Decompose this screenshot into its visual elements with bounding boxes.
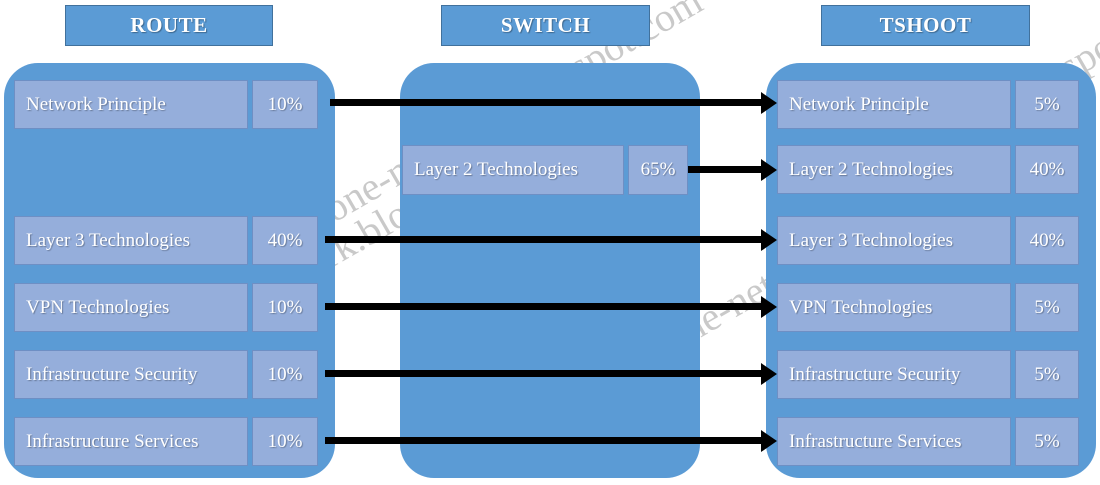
row-tshoot-infrastructure-services[interactable]: Infrastructure Services 5% xyxy=(777,417,1079,466)
row-label: Layer 2 Technologies xyxy=(777,145,1011,194)
row-route-layer-3-technologies[interactable]: Layer 3 Technologies 40% xyxy=(14,216,318,265)
row-percent: 5% xyxy=(1015,80,1079,129)
row-label: Layer 3 Technologies xyxy=(14,216,248,265)
row-percent: 10% xyxy=(252,350,318,399)
row-label: Infrastructure Security xyxy=(777,350,1011,399)
row-percent: 10% xyxy=(252,417,318,466)
row-label: VPN Technologies xyxy=(14,283,248,332)
row-percent: 40% xyxy=(1015,145,1079,194)
panel-route xyxy=(4,63,335,478)
row-route-vpn-technologies[interactable]: VPN Technologies 10% xyxy=(14,283,318,332)
row-tshoot-infrastructure-security[interactable]: Infrastructure Security 5% xyxy=(777,350,1079,399)
row-percent: 40% xyxy=(1015,216,1079,265)
arrow-infrastructure-security xyxy=(325,370,762,377)
row-route-network-principle[interactable]: Network Principle 10% xyxy=(14,80,318,129)
row-switch-layer-2-technologies[interactable]: Layer 2 Technologies 65% xyxy=(402,145,688,195)
arrow-layer-2-technologies xyxy=(688,166,762,173)
row-tshoot-vpn-technologies[interactable]: VPN Technologies 5% xyxy=(777,283,1079,332)
row-percent: 40% xyxy=(252,216,318,265)
arrow-network-principle xyxy=(330,99,762,106)
row-tshoot-layer-3-technologies[interactable]: Layer 3 Technologies 40% xyxy=(777,216,1079,265)
row-label: Infrastructure Security xyxy=(14,350,248,399)
row-label: Layer 2 Technologies xyxy=(402,145,624,195)
arrow-layer-3-technologies xyxy=(325,236,762,243)
row-label: Network Principle xyxy=(14,80,248,129)
row-tshoot-layer-2-technologies[interactable]: Layer 2 Technologies 40% xyxy=(777,145,1079,194)
panel-tshoot xyxy=(766,63,1096,478)
row-percent: 65% xyxy=(628,145,688,195)
row-label: Network Principle xyxy=(777,80,1011,129)
column-header-route: ROUTE xyxy=(65,5,273,46)
column-header-tshoot: TSHOOT xyxy=(821,5,1030,46)
arrow-vpn-technologies xyxy=(325,303,762,310)
column-header-switch: SWITCH xyxy=(441,5,650,46)
row-route-infrastructure-security[interactable]: Infrastructure Security 10% xyxy=(14,350,318,399)
row-tshoot-network-principle[interactable]: Network Principle 5% xyxy=(777,80,1079,129)
row-label: Infrastructure Services xyxy=(14,417,248,466)
row-label: Layer 3 Technologies xyxy=(777,216,1011,265)
row-percent: 10% xyxy=(252,80,318,129)
row-percent: 10% xyxy=(252,283,318,332)
row-percent: 5% xyxy=(1015,417,1079,466)
panel-switch xyxy=(400,63,700,478)
row-percent: 5% xyxy=(1015,350,1079,399)
arrow-infrastructure-services xyxy=(325,437,762,444)
row-percent: 5% xyxy=(1015,283,1079,332)
row-label: VPN Technologies xyxy=(777,283,1011,332)
row-route-infrastructure-services[interactable]: Infrastructure Services 10% xyxy=(14,417,318,466)
row-label: Infrastructure Services xyxy=(777,417,1011,466)
